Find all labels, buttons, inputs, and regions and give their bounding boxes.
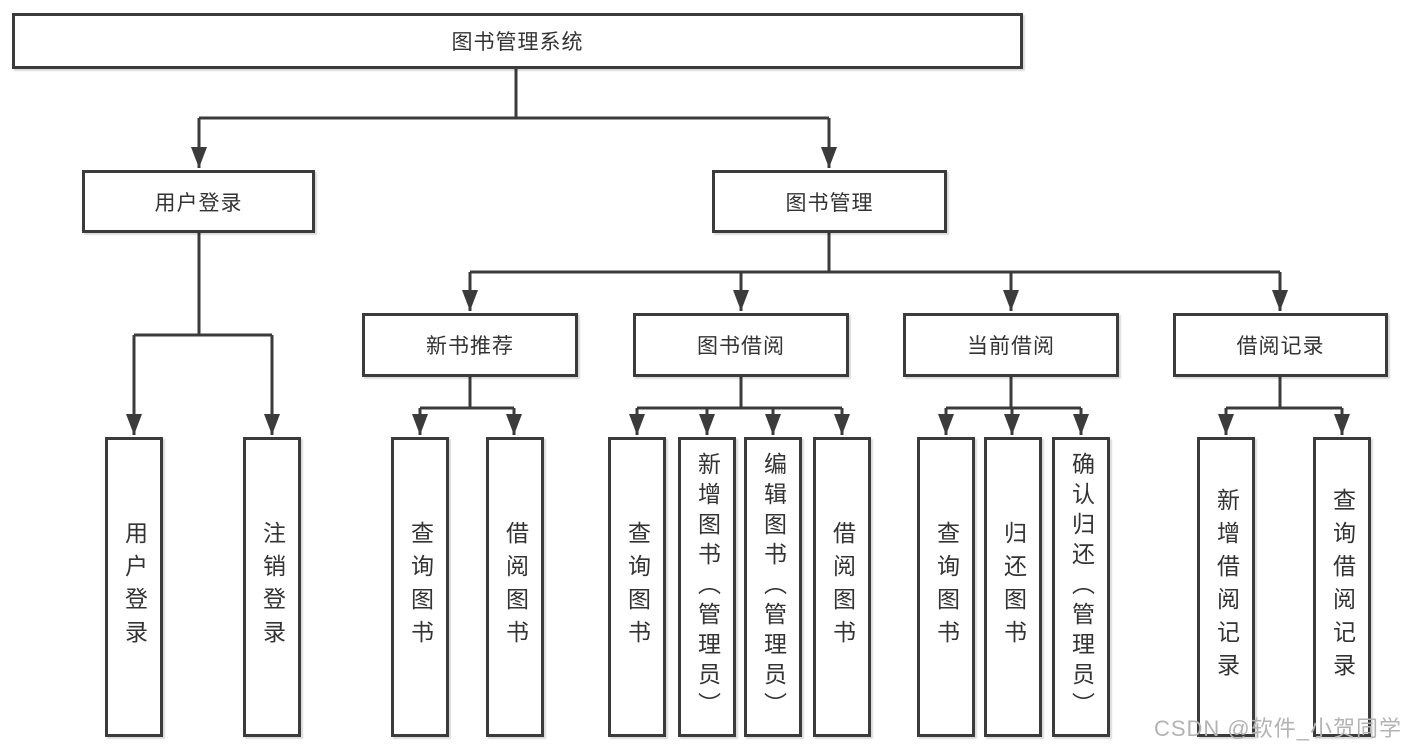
csdn-watermark: CSDN @软件_小贺同学 <box>1153 716 1402 741</box>
leaf-label: 编辑图书（管理员） <box>760 452 787 722</box>
leaf-bb-add-books-admin: 新增图书（管理员） <box>678 437 736 737</box>
node-current-borrowing: 当前借阅 <box>903 313 1119 377</box>
leaf-cb-confirm-return-admin: 确认归还（管理员） <box>1052 437 1110 737</box>
node-label: 用户登录 <box>154 191 243 215</box>
leaf-label: 归还图书 <box>1000 521 1027 653</box>
leaf-label: 借阅图书 <box>829 521 856 653</box>
leaf-bb-edit-books-admin: 编辑图书（管理员） <box>744 437 802 737</box>
leaf-label: 查询借阅记录 <box>1329 488 1356 686</box>
leaf-label: 用户登录 <box>121 521 148 653</box>
leaf-nbr-query-books: 查询图书 <box>391 437 449 737</box>
leaf-user-login: 用户登录 <box>105 437 163 737</box>
leaf-bb-query-books: 查询图书 <box>608 437 666 737</box>
leaf-label: 新增图书（管理员） <box>694 452 721 722</box>
leaf-label: 查询图书 <box>933 521 960 653</box>
leaf-label: 新增借阅记录 <box>1213 488 1240 686</box>
node-borrow-records: 借阅记录 <box>1173 313 1388 377</box>
node-label: 新书推荐 <box>426 335 514 358</box>
leaf-label: 借阅图书 <box>502 521 529 653</box>
node-book-management: 图书管理 <box>712 170 947 233</box>
node-new-book-recommend: 新书推荐 <box>362 313 578 377</box>
leaf-cb-return-books: 归还图书 <box>984 437 1042 737</box>
node-label: 图书借阅 <box>697 335 785 358</box>
leaf-label: 查询图书 <box>624 521 651 653</box>
node-label: 借阅记录 <box>1236 335 1325 358</box>
leaf-cb-query-books: 查询图书 <box>917 437 975 737</box>
leaf-label: 查询图书 <box>407 521 434 653</box>
leaf-br-add-record: 新增借阅记录 <box>1197 437 1255 737</box>
leaf-br-query-record: 查询借阅记录 <box>1313 437 1371 737</box>
node-root: 图书管理系统 <box>12 13 1023 69</box>
leaf-bb-borrow-books: 借阅图书 <box>813 437 871 737</box>
node-label: 图书管理 <box>785 191 874 215</box>
node-book-borrowing: 图书借阅 <box>633 313 849 377</box>
leaf-label: 注销登录 <box>259 521 286 653</box>
node-label: 图书管理系统 <box>451 31 584 54</box>
leaf-logout: 注销登录 <box>243 437 301 737</box>
leaf-label: 确认归还（管理员） <box>1068 452 1095 722</box>
node-user-login: 用户登录 <box>82 170 315 233</box>
node-label: 当前借阅 <box>967 335 1055 358</box>
leaf-nbr-borrow-books: 借阅图书 <box>486 437 544 737</box>
